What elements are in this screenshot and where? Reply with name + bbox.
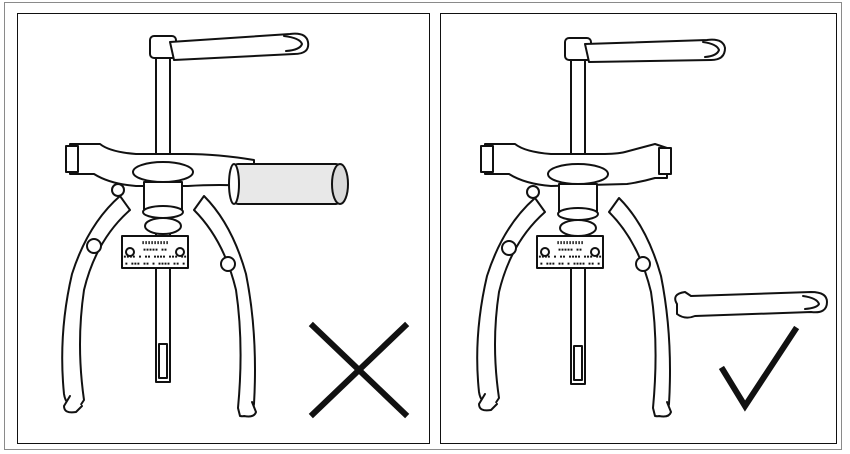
- panel-correct: ▮▮▮▮▮▮▮▮▮ ▪▪▪▪▪ ▪▪ ▪▪▪▪ ▪ ▪▪ ▪▪▪▪ ▪▪▪ ▪▪…: [440, 13, 837, 444]
- puller-illustration-correct: ▮▮▮▮▮▮▮▮▮ ▪▪▪▪▪ ▪▪ ▪▪▪▪ ▪ ▪▪ ▪▪▪▪ ▪▪▪ ▪▪…: [476, 37, 828, 418]
- jaw-bolt: [86, 238, 102, 254]
- jaw-left: [61, 195, 131, 408]
- plate-line-3: ▪ ▪▪▪ ▪▪ ▪ ▪▪▪▪ ▪▪ ▪: [125, 261, 185, 267]
- plate-line-1: ▪▪▪▪▪ ▪▪: [558, 247, 582, 253]
- center-hub: [547, 163, 609, 185]
- jaw-right: [608, 197, 671, 418]
- panel-incorrect: ▮▮▮▮▮▮▮▮▮ ▪▪▪▪▪ ▪▪ ▪▪▪▪ ▪ ▪▪ ▪▪▪▪ ▪▪▪ ▪▪…: [17, 13, 430, 444]
- jaw-bolt: [501, 240, 517, 256]
- center-hub: [132, 161, 194, 183]
- plate-brand: ▮▮▮▮▮▮▮▮▮: [141, 240, 168, 246]
- plate-line-1: ▪▪▪▪▪ ▪▪: [143, 247, 167, 253]
- jaw-left: [476, 197, 546, 406]
- jaw-right: [193, 195, 256, 418]
- plate-line-2: ▪▪▪▪ ▪ ▪▪ ▪▪▪▪ ▪▪▪ ▪▪: [538, 254, 601, 260]
- plate-line-3: ▪ ▪▪▪ ▪▪ ▪ ▪▪▪▪ ▪▪ ▪: [540, 261, 600, 267]
- wrench-on-screw: [584, 38, 726, 63]
- plate-brand: ▮▮▮▮▮▮▮▮▮: [556, 240, 583, 246]
- plate-line-2: ▪▪▪▪ ▪ ▪▪ ▪▪▪▪ ▪▪▪ ▪▪: [123, 254, 186, 260]
- check-mark-icon: [718, 325, 800, 412]
- wrench-on-screw: [169, 32, 310, 61]
- cross-mark-icon: [308, 321, 410, 419]
- wrench-on-jaw-bolt: [674, 291, 828, 319]
- extension-pipe: [228, 163, 349, 205]
- puller-illustration-incorrect: ▮▮▮▮▮▮▮▮▮ ▪▪▪▪▪ ▪▪ ▪▪▪▪ ▪ ▪▪ ▪▪▪▪ ▪▪▪ ▪▪…: [61, 32, 410, 419]
- figure-frame: ▮▮▮▮▮▮▮▮▮ ▪▪▪▪▪ ▪▪ ▪▪▪▪ ▪ ▪▪ ▪▪▪▪ ▪▪▪ ▪▪…: [4, 2, 842, 450]
